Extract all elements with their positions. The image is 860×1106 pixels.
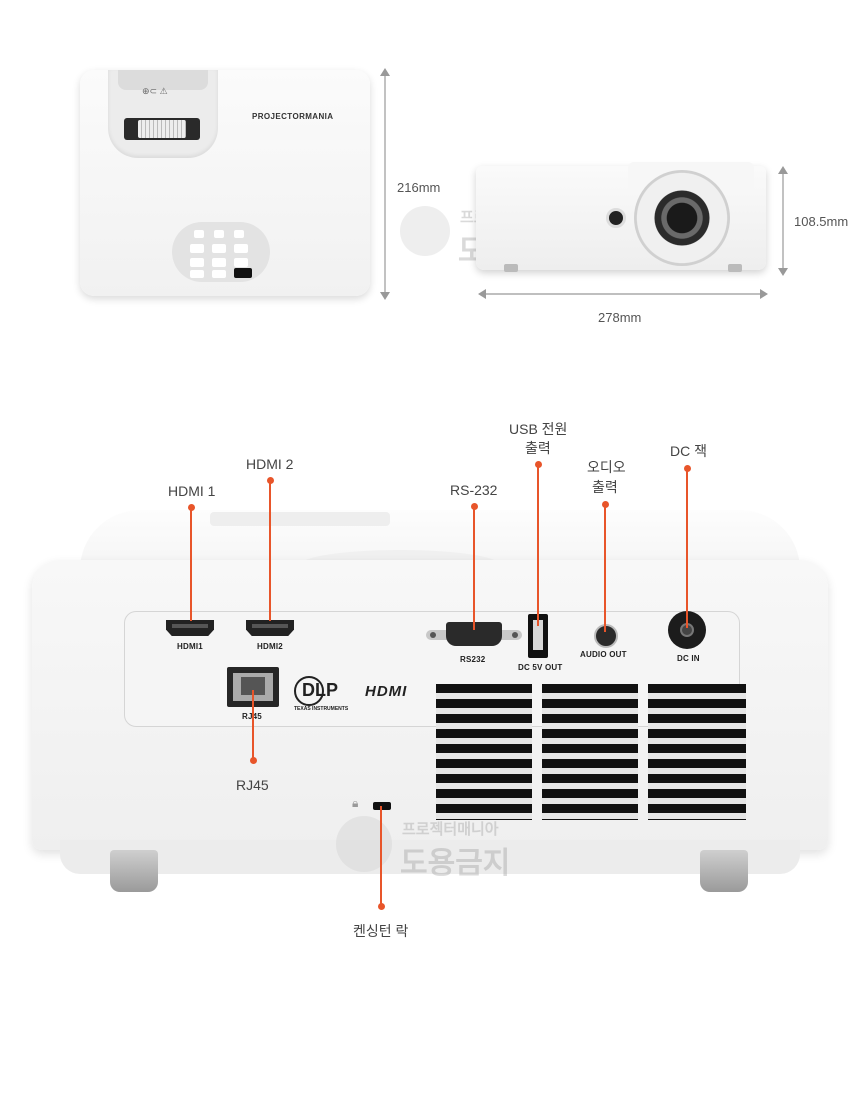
ir-sensor [606,208,626,228]
callout-hdmi1-line [190,507,192,621]
callout-usb-line1: USB 전원 [509,421,568,437]
hdmi2-port [246,620,294,636]
callout-hdmi1: HDMI 1 [168,483,216,499]
lock-icon: 🔒︎ [352,796,359,810]
foot-left [110,850,158,892]
dlp-logo-subtext: TEXAS INSTRUMENTS [294,706,349,712]
usb-port-label: DC 5V OUT [518,663,563,672]
dlp-logo: DLP TEXAS INSTRUMENTS [294,676,354,716]
callout-audio-line1: 오디오 [587,459,626,475]
top-view-image: ⊕⊂ ⚠ PROJECTORMANIA [80,70,370,296]
callout-hdmi2: HDMI 2 [246,456,294,472]
hdmi2-port-label: HDMI2 [257,642,283,651]
dcin-port-label: DC IN [677,654,700,663]
callout-lock-dot [378,903,385,910]
watermark-bottom-line1: 프로젝터매니아 [402,821,499,838]
callout-audio-line2: 출력 [592,479,618,495]
watermark-mascot-icon-bottom [336,816,392,872]
audio-port-label: AUDIO OUT [580,650,627,659]
callout-lock: 켄싱턴 락 [353,923,409,939]
lens [634,170,730,266]
control-keypad [172,222,270,282]
callout-rj45-line [252,690,254,760]
usb-port [528,614,548,658]
dlp-logo-text: DLP [302,680,338,700]
zoom-wheel [124,118,200,140]
callout-audio-line [604,504,606,632]
callout-rs232: RS-232 [450,482,498,498]
kensington-lock-slot [373,802,391,810]
hdmi-logo: HDMI [365,683,408,700]
callout-dc: DC 잭 [670,443,707,459]
audio-out-jack [594,624,618,648]
rs232-port-label: RS232 [460,655,486,664]
front-width-label: 278mm [598,310,642,325]
callout-dc-line [686,468,688,628]
callout-hdmi2-line [269,480,271,621]
front-height-arrow [778,166,788,276]
rj45-port-label: RJ45 [242,712,262,721]
height-dimension-arrow [380,68,390,300]
hdmi1-port [166,620,214,636]
brand-label: PROJECTORMANIA [252,112,334,121]
watermark-mascot-icon [400,206,450,256]
callout-rj45-dot [250,757,257,764]
callout-lock-line [380,806,382,906]
front-view-image [476,162,766,272]
hdmi1-port-label: HDMI1 [177,642,203,651]
top-height-label: 216mm [397,180,441,195]
callout-rj45: RJ45 [236,777,269,793]
foot-right [700,850,748,892]
vent-grille [436,684,746,820]
front-width-arrow [478,289,768,299]
callout-usb-line [537,464,539,626]
watermark-bottom-line2: 도용금지 [400,847,511,880]
front-height-label: 108.5mm [794,214,849,229]
callout-rs232-line [473,506,475,630]
callout-usb-line2: 출력 [525,440,551,456]
